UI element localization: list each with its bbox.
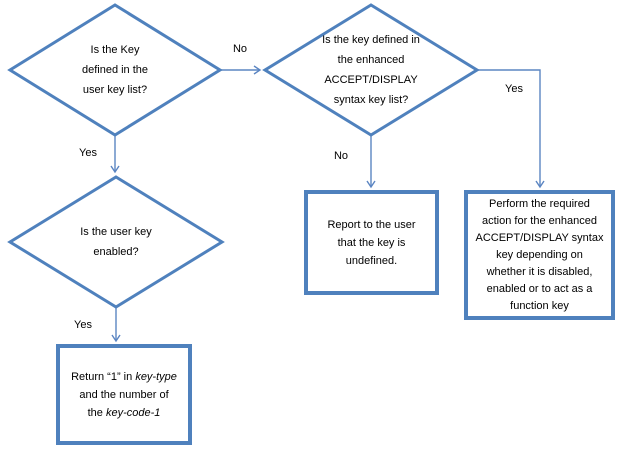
- edge-label-yes-d1-d3: Yes: [79, 147, 97, 159]
- return-text-part2: and the number of the: [79, 388, 169, 419]
- rect-perform-action: [464, 190, 615, 320]
- edge-label-no-d2-report: No: [333, 150, 349, 162]
- edge-label-no-d1-d2: No: [232, 43, 248, 55]
- diamond-key-defined-user-list-text: Is the Key defined in the user key list?: [81, 44, 149, 96]
- return-text-italic2: key-code-1: [105, 406, 161, 419]
- rect-return-key-type-text: Return “1” in key-type and the number of…: [62, 350, 186, 439]
- rect-report-undefined: [304, 190, 439, 295]
- diamond-user-key-enabled: [7, 175, 225, 309]
- diamond-key-defined-enhanced-list-text: Is the key defined in the enhanced ACCEP…: [322, 34, 420, 106]
- return-text-part1: Return “1” in: [71, 370, 136, 383]
- rect-report-undefined-text: Report to the user that the key is undef…: [327, 218, 416, 267]
- diamond-user-key-enabled-text: Is the user key enabled?: [80, 226, 152, 258]
- edge-label-yes-d3-return: Yes: [74, 319, 92, 331]
- rect-return-key-type: [56, 344, 192, 445]
- rect-perform-action-text: Perform the required action for the enha…: [475, 197, 604, 312]
- edge-label-yes-d2-perform: Yes: [505, 83, 523, 95]
- return-key-type-richtext: Return “1” in key-type and the number of…: [71, 368, 177, 422]
- return-text-italic1: key-type: [135, 370, 177, 383]
- connector-yes-d2-to-perform: [477, 69, 545, 189]
- diamond-key-defined-enhanced-list: [262, 3, 480, 137]
- diamond-key-defined-user-list: [7, 3, 223, 137]
